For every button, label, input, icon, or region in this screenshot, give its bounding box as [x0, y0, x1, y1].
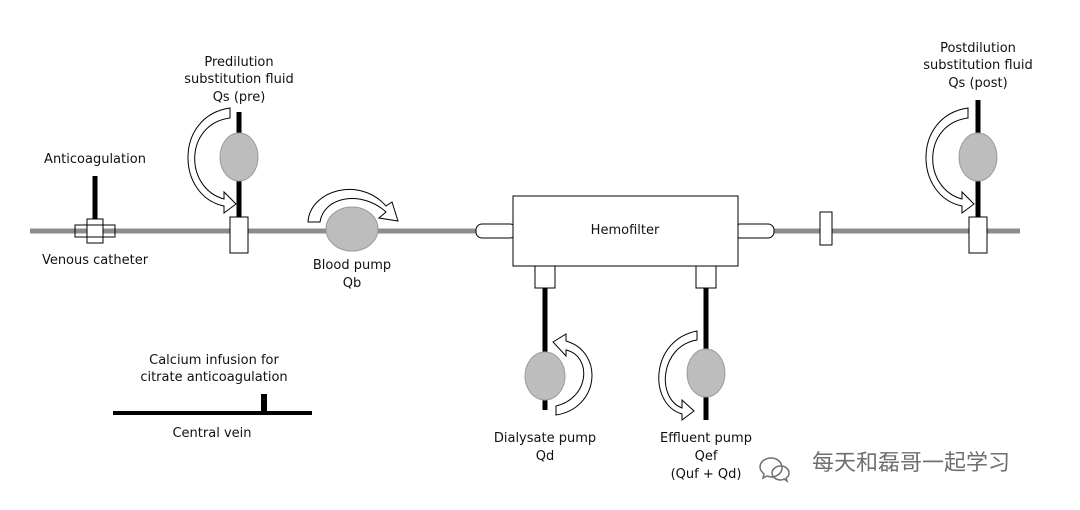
- blood-pump-label-line1: Blood pump: [313, 258, 391, 273]
- watermark: 每天和磊哥一起学习: [759, 451, 1010, 483]
- effluent-pump-label-line1: Effluent pump: [660, 431, 752, 446]
- effluent-pump-label-line2: Qef: [695, 449, 718, 464]
- blood-pump: [325, 206, 379, 252]
- predilution-label-line2: substitution fluid: [184, 72, 293, 87]
- postdilution-label-line1: Postdilution: [940, 41, 1016, 56]
- central-vein-label: Central vein: [172, 426, 251, 441]
- predilution-connector: [229, 216, 249, 254]
- hemofilter: [512, 195, 739, 267]
- effluent-rotation-arrow: [658, 330, 698, 421]
- predilution-rotation-arrow: [187, 107, 237, 214]
- predilution-pump: [219, 132, 259, 182]
- postdilution-label-line2: substitution fluid: [923, 58, 1032, 73]
- venous-catheter-label: Venous catheter: [42, 253, 149, 268]
- calcium-infusion-label-line2: citrate anticoagulation: [140, 370, 287, 385]
- hemofilter-label: Hemofilter: [591, 223, 660, 238]
- blood-line-clamp: [819, 211, 833, 246]
- venous-catheter-connector: [86, 218, 104, 244]
- effluent-port: [695, 265, 717, 289]
- blood-pump-rotation-arrow: [307, 189, 399, 223]
- wechat-icon: [759, 457, 790, 483]
- dialysate-pump: [524, 351, 566, 401]
- dialysate-rotation-arrow: [552, 333, 593, 416]
- postdilution-rotation-arrow: [925, 107, 975, 214]
- calcium-infusion-label-line1: Calcium infusion for: [149, 353, 279, 368]
- dialysate-pump-label-line1: Dialysate pump: [494, 431, 596, 446]
- calcium-infusion-stub: [261, 394, 267, 411]
- postdilution-label-line3: Qs (post): [948, 76, 1007, 91]
- watermark-text: 每天和磊哥一起学习: [812, 451, 1010, 476]
- postdilution-connector: [968, 216, 988, 254]
- dialysate-port: [534, 265, 556, 289]
- postdilution-pump: [958, 132, 998, 182]
- hemofilter-inlet-port: [475, 223, 517, 239]
- predilution-label-line1: Predilution: [204, 55, 273, 70]
- effluent-pump: [686, 348, 726, 398]
- blood-pump-label-line2: Qb: [343, 276, 361, 291]
- predilution-label-line3: Qs (pre): [213, 90, 266, 105]
- effluent-pump-label-line3: (Quf + Qd): [671, 467, 742, 482]
- hemofilter-outlet-port: [733, 223, 775, 239]
- dialysate-pump-label-line2: Qd: [536, 449, 554, 464]
- venous-catheter-connector-side: [74, 224, 116, 238]
- anticoagulation-label: Anticoagulation: [44, 152, 146, 167]
